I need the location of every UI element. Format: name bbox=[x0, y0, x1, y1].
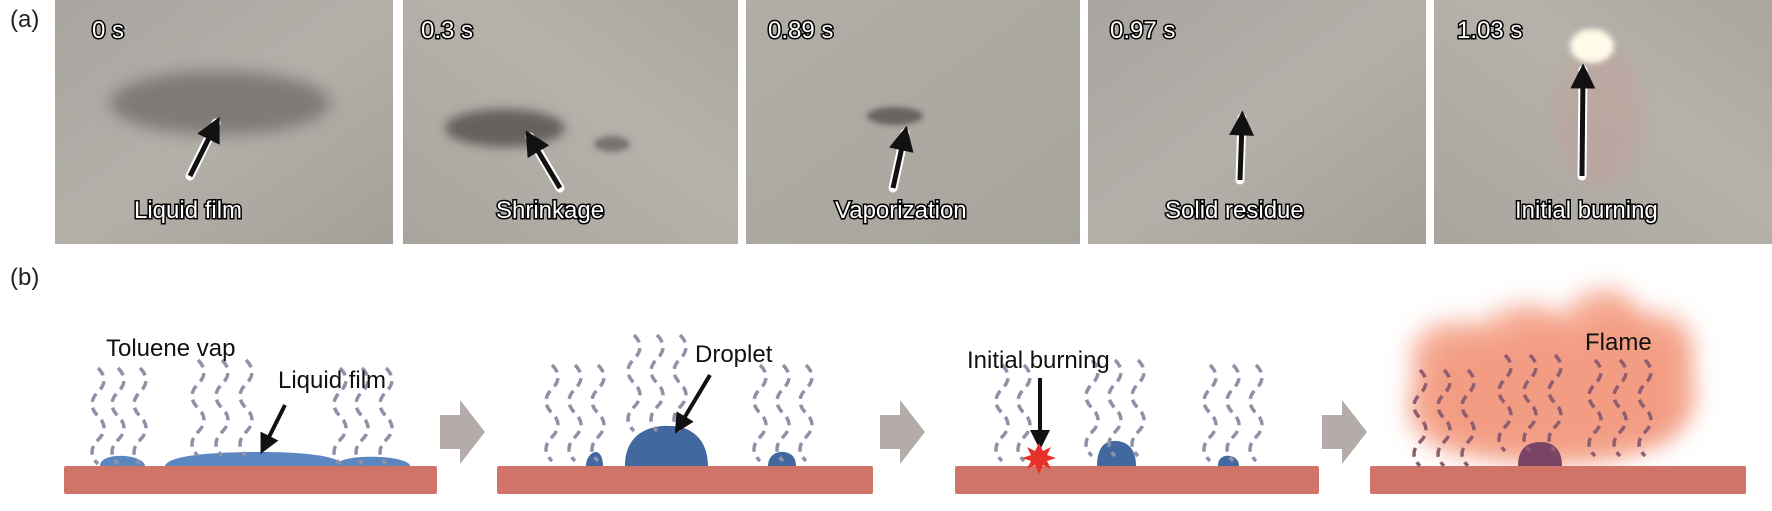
substrate-stage-1 bbox=[64, 466, 437, 494]
flame-glow bbox=[1555, 45, 1645, 185]
toluene-vapor bbox=[994, 358, 1264, 463]
shrinking-film-spot bbox=[445, 109, 565, 147]
stage-3: Initial burning bbox=[967, 347, 1264, 474]
frame-divider bbox=[738, 0, 746, 244]
photo-caption: Initial burning bbox=[1515, 197, 1658, 224]
photo-frame-3: 0.89 s Vaporization bbox=[746, 0, 1080, 244]
panel-label-b: (b) bbox=[10, 264, 40, 291]
droplet-label: Droplet bbox=[695, 341, 773, 368]
liquid-film-edge bbox=[335, 456, 410, 466]
stage-4: Flame bbox=[1412, 329, 1653, 468]
toluene-vapor-label: Toluene vap bbox=[106, 335, 235, 362]
substrate-stage-4 bbox=[1370, 466, 1746, 494]
pointer-arrow bbox=[525, 130, 563, 190]
liquid-film-edge bbox=[100, 455, 145, 466]
pointer-arrow bbox=[889, 125, 914, 189]
film-fragment bbox=[594, 136, 630, 152]
initial-flame bbox=[1570, 29, 1614, 63]
panel-label-a: (a) bbox=[10, 6, 40, 33]
stage-1: Toluene vap Liquid film bbox=[90, 335, 410, 466]
frame-divider bbox=[1426, 0, 1434, 244]
photo-frame-2: 0.3 s Shrinkage bbox=[403, 0, 738, 244]
initial-burning-label: Initial burning bbox=[967, 347, 1110, 374]
droplet-pointer-arrow bbox=[674, 373, 712, 434]
photo-time: 1.03 s bbox=[1457, 17, 1522, 44]
process-arrow-3 bbox=[1322, 400, 1367, 464]
schematic-diagram: Toluene vap Liquid film Droplet Initial … bbox=[64, 289, 1746, 494]
small-droplet bbox=[1218, 455, 1239, 466]
photo-frame-4: 0.97 s Solid residue bbox=[1088, 0, 1426, 244]
pointer-arrow bbox=[187, 116, 220, 178]
liquid-film-label: Liquid film bbox=[278, 367, 386, 394]
photo-caption: Shrinkage bbox=[496, 197, 604, 224]
photo-background bbox=[1088, 0, 1426, 244]
photo-frame-1: 0 s Liquid film bbox=[55, 0, 393, 244]
photo-caption: Liquid film bbox=[134, 197, 242, 224]
flame-label: Flame bbox=[1585, 329, 1652, 356]
film-pointer-arrow bbox=[260, 404, 287, 454]
pointer-arrow bbox=[1229, 110, 1255, 181]
liquid-film-spot bbox=[110, 71, 330, 135]
photo-time: 0.89 s bbox=[768, 17, 833, 44]
vaporizing-spot bbox=[867, 107, 923, 125]
droplet bbox=[625, 425, 708, 466]
flame-cloud bbox=[1408, 289, 1696, 464]
photo-time: 0.3 s bbox=[421, 17, 473, 44]
stage-2: Droplet bbox=[544, 333, 814, 466]
photo-frame-5: 1.03 s Initial burning bbox=[1434, 0, 1772, 244]
photo-sequence: 0 s Liquid film 0.3 s Shrinkage 0.89 s V… bbox=[55, 0, 1772, 244]
substrate-stage-3 bbox=[955, 466, 1319, 494]
frame-divider bbox=[393, 0, 403, 244]
photo-caption: Solid residue bbox=[1165, 197, 1304, 224]
frame-divider bbox=[1080, 0, 1088, 244]
pointer-arrow bbox=[1570, 63, 1596, 177]
process-arrow-2 bbox=[880, 400, 925, 464]
liquid-film bbox=[165, 452, 345, 466]
substrate-stage-2 bbox=[497, 466, 873, 494]
droplet bbox=[1097, 440, 1136, 466]
photo-time: 0.97 s bbox=[1110, 17, 1175, 44]
photo-caption: Vaporization bbox=[835, 197, 967, 224]
photo-time: 0 s bbox=[92, 17, 124, 44]
process-arrow-1 bbox=[440, 400, 485, 464]
spark-icon bbox=[1022, 443, 1056, 474]
